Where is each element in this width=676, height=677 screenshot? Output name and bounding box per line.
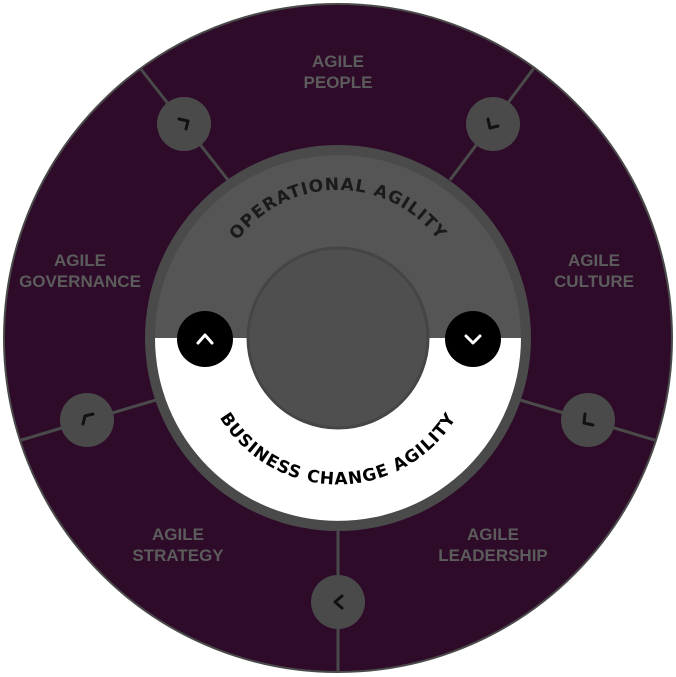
chevron-icon [333, 594, 344, 610]
segment-people-line2: PEOPLE [304, 73, 373, 92]
node-circle [561, 393, 615, 447]
chevron-icon [177, 117, 190, 131]
divider-node-left[interactable] [60, 393, 114, 447]
segment-agile-leadership[interactable]: AGILE LEADERSHIP [438, 525, 548, 565]
segment-leadership-line1: AGILE [467, 525, 519, 544]
segment-agile-people[interactable]: AGILE PEOPLE [304, 52, 373, 92]
scroll-down-button[interactable] [445, 311, 501, 367]
segment-culture-line1: AGILE [568, 251, 620, 270]
chevron-icon [81, 412, 95, 426]
segment-leadership-line2: LEADERSHIP [438, 546, 548, 565]
inner-core [246, 246, 430, 430]
chevron-icon [486, 117, 500, 130]
chevron-up-icon [196, 333, 214, 345]
scroll-up-button-circle [177, 311, 233, 367]
chevron-down-icon [464, 334, 482, 345]
scroll-up-button[interactable] [177, 311, 233, 367]
segment-agile-culture[interactable]: AGILE CULTURE [554, 251, 634, 291]
node-circle [60, 393, 114, 447]
segment-strategy-line2: STRATEGY [132, 546, 224, 565]
chevron-icon [582, 412, 595, 427]
divider-node-right[interactable] [561, 393, 615, 447]
segment-agile-governance[interactable]: AGILE GOVERNANCE [19, 251, 141, 291]
segment-strategy-line1: AGILE [152, 525, 204, 544]
divider-node-top-left[interactable] [157, 97, 211, 151]
divider-node-top-right[interactable] [466, 97, 520, 151]
segment-culture-line2: CULTURE [554, 272, 634, 291]
node-circle [466, 97, 520, 151]
segment-agile-strategy[interactable]: AGILE STRATEGY [132, 525, 224, 565]
segment-people-line1: AGILE [312, 52, 364, 71]
node-circle [311, 575, 365, 629]
divider-node-bottom[interactable] [311, 575, 365, 629]
scroll-down-button-circle [445, 311, 501, 367]
segment-governance-line1: AGILE [54, 251, 106, 270]
segment-governance-line2: GOVERNANCE [19, 272, 141, 291]
node-circle [157, 97, 211, 151]
inner-selector: OPERATIONAL AGILITY BUSINESS CHANGE AGIL… [145, 145, 531, 531]
